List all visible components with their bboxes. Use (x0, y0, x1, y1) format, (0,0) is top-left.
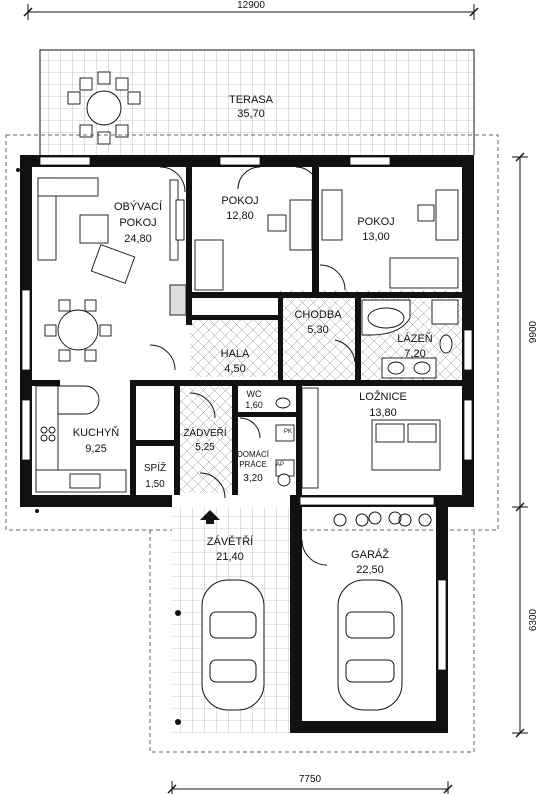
posts (16, 168, 181, 725)
room-name2-obyvaci: POKOJ (119, 217, 156, 229)
bicycle-icon (333, 511, 432, 527)
label-ap: AP (276, 462, 284, 468)
bed-icon (194, 239, 224, 291)
room-area-zavetri: 21,40 (216, 551, 244, 563)
room-name2-domaci: PRÁCE (239, 460, 267, 469)
utility-furniture (275, 424, 295, 487)
dimension-top-label: 12900 (237, 0, 265, 11)
room-name-loznice: LOŽNICE (359, 390, 407, 403)
room-name-garaz: GARÁŽ (351, 548, 389, 561)
door-swings (149, 166, 356, 566)
room-labels: TERASA 35,70 OBÝVACÍ POKOJ 24,80 POKOJ 1… (73, 94, 433, 576)
terrace-table-icon (86, 90, 122, 126)
room-area-chodba: 5,30 (307, 324, 328, 336)
room-name-terasa: TERASA (229, 94, 274, 106)
room-name-pokoj2: POKOJ (357, 216, 394, 228)
room-name-wc: WC (247, 389, 262, 399)
car-icon-2 (337, 579, 403, 711)
label-pk: PK (284, 429, 292, 435)
dimension-right-lower: 6300 (512, 507, 539, 738)
room-name-spiz: SPÍŽ (144, 461, 166, 474)
room-name-hala: HALA (221, 348, 250, 360)
room-area-terasa: 35,70 (237, 108, 265, 120)
armchair-icon (90, 244, 136, 284)
car-icon (201, 579, 265, 711)
dimension-right-lower-label: 6300 (528, 608, 539, 631)
room-name-zavetri: ZÁVĚTŘÍ (207, 535, 254, 548)
terrace (39, 49, 475, 157)
dimension-bottom-label: 7750 (299, 774, 322, 785)
room-name-domaci: DOMÁCÍ (237, 450, 270, 459)
windows (21, 156, 473, 671)
room-area-spiz: 1,50 (145, 479, 165, 490)
room-area-lazen: 7,20 (404, 348, 425, 360)
dimension-bottom: 7750 (167, 774, 453, 794)
room-area-hala: 4,50 (224, 363, 245, 375)
entrance-arrow-icon (200, 510, 220, 520)
room-name-pokoj1: POKOJ (221, 195, 258, 207)
bathroom-furniture (275, 299, 459, 409)
chodba-floor (280, 290, 358, 380)
kitchen-furniture (35, 385, 127, 493)
room-area-domaci: 3,20 (243, 473, 263, 484)
dimension-right-upper: 9900 (512, 152, 539, 512)
dimension-top: 12900 (23, 0, 479, 20)
room-area-wc: 1,60 (245, 400, 263, 410)
room-name-obyvaci: OBÝVACÍ (114, 200, 163, 213)
room-area-obyvaci: 24,80 (124, 233, 152, 245)
hala-floor (190, 315, 278, 377)
room-name-zadveri: ZÁDVEŘÍ (183, 426, 227, 439)
dimension-right-upper-label: 9900 (528, 320, 539, 343)
room-area-garaz: 22,50 (356, 564, 384, 576)
toilet-icon (439, 334, 453, 354)
living-furniture (37, 177, 187, 362)
bedroom-furniture (194, 189, 459, 489)
roof-outline (5, 134, 499, 531)
zadveri-floor (178, 385, 232, 493)
sink-icon (69, 473, 101, 489)
room-area-loznice: 13,80 (369, 407, 397, 419)
room-name-chodba: CHODBA (294, 309, 342, 321)
room-area-pokoj1: 12,80 (226, 210, 254, 222)
room-area-kuchyn: 9,25 (85, 443, 106, 455)
bed-icon-2 (389, 257, 459, 289)
room-name-kuchyn: KUCHYŇ (73, 426, 120, 439)
room-area-pokoj2: 13,00 (362, 231, 390, 243)
room-area-zadveri: 5,25 (195, 442, 215, 453)
wc-toilet-icon (275, 397, 291, 409)
room-name-lazen: LÁZEŇ (397, 332, 433, 345)
